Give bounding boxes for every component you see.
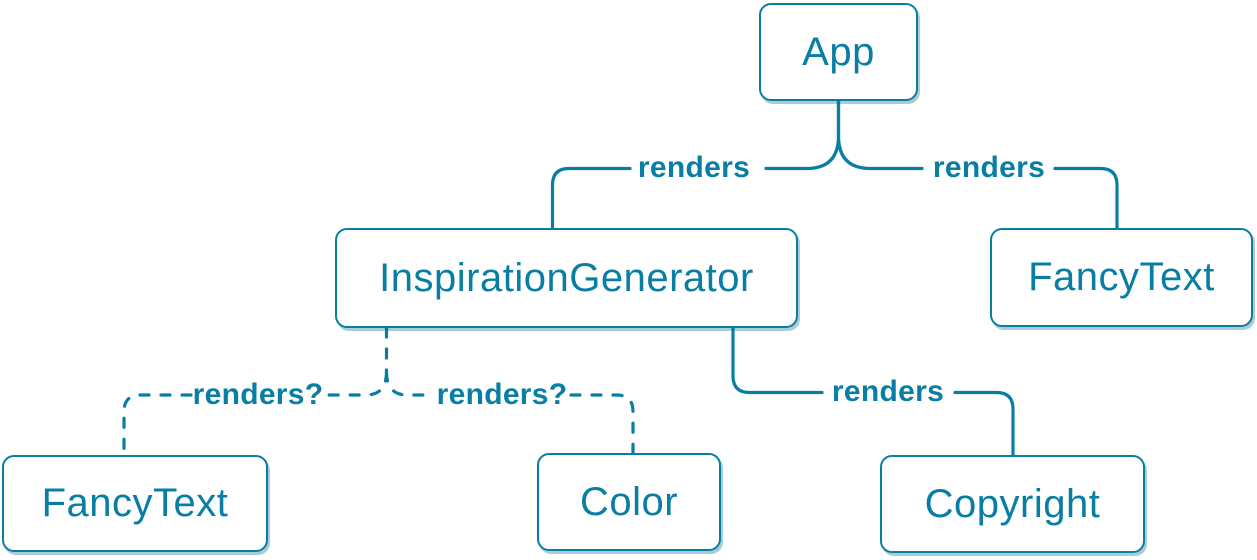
node-fancy-text-bottom-label: FancyText — [41, 481, 229, 525]
node-inspiration-generator: InspirationGenerator — [335, 228, 798, 328]
edge-label-inspiration-color: renders? — [436, 378, 568, 411]
edge-inspiration-color-flare — [384, 370, 435, 397]
node-app: App — [759, 3, 918, 101]
node-color: Color — [537, 453, 721, 551]
node-copyright: Copyright — [880, 455, 1145, 553]
edge-app-fancytext-stem — [836, 99, 924, 171]
edge-label-app-inspiration: renders — [637, 151, 751, 184]
node-color-label: Color — [579, 479, 679, 524]
node-app-label: App — [802, 29, 875, 74]
edge-label-app-fancytext: renders — [932, 151, 1046, 184]
node-fancy-text-bottom: FancyText — [2, 455, 268, 552]
edge-inspiration-fancytext-flare — [323, 370, 389, 397]
edge-inspiration-copyright-tail — [953, 390, 1015, 457]
edge-inspiration-copyright-stem — [731, 326, 824, 395]
node-fancy-text-top-label: FancyText — [1028, 255, 1215, 299]
edge-app-fancytext-tail — [1053, 166, 1119, 230]
edge-inspiration-fancytext-tail — [122, 393, 193, 457]
edge-label-inspiration-copyright: renders — [831, 375, 945, 408]
edge-label-inspiration-fancytext: renders? — [192, 378, 324, 411]
edge-app-inspiration-stem — [764, 99, 841, 171]
edge-app-inspiration-tail — [550, 166, 632, 230]
edge-inspiration-color-tail — [569, 393, 635, 455]
node-copyright-label: Copyright — [924, 481, 1101, 526]
node-inspiration-generator-label: InspirationGenerator — [379, 255, 754, 300]
node-fancy-text-top: FancyText — [990, 228, 1253, 327]
